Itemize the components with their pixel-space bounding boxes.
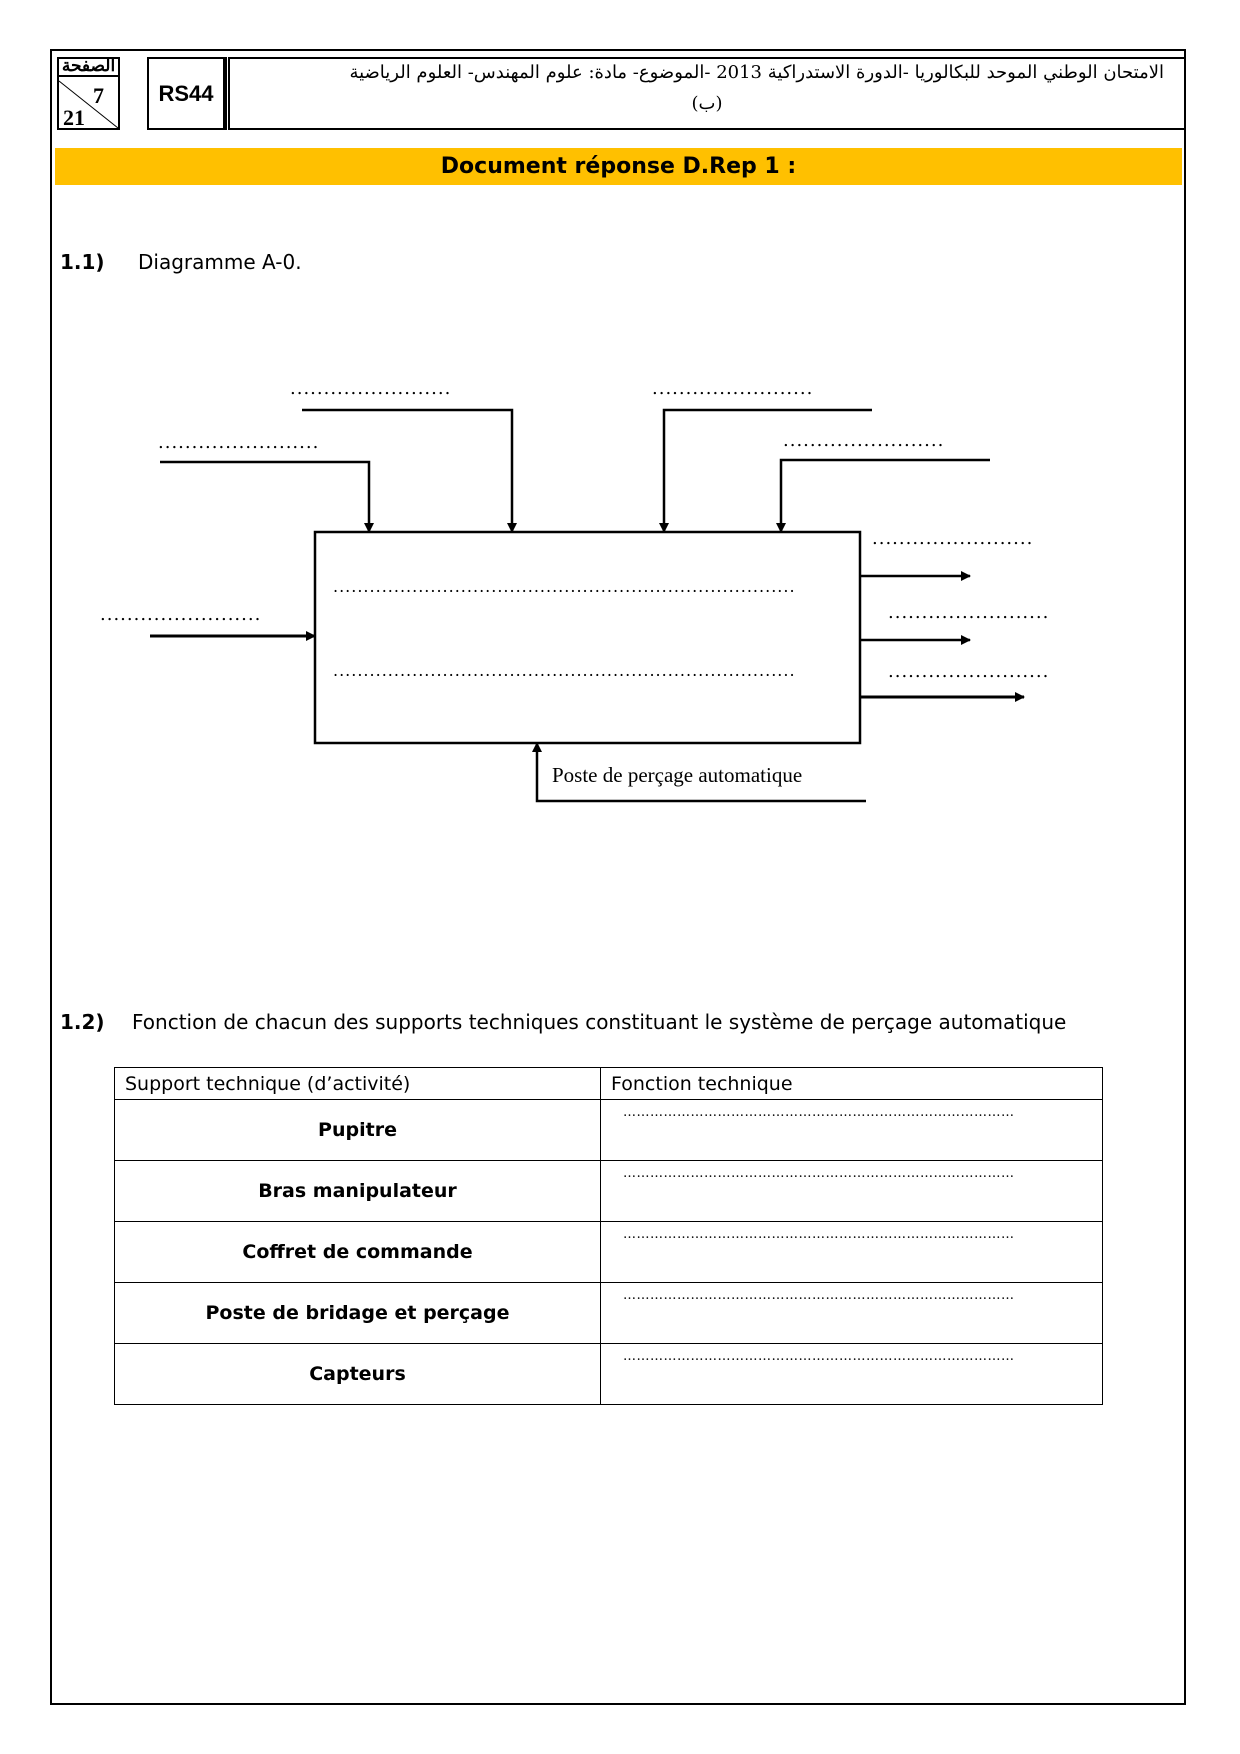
header-support: Support technique (d’activité)	[114, 1067, 601, 1100]
page-total: 21	[63, 105, 85, 130]
activity-box	[313, 530, 862, 745]
exam-code: RS44	[158, 81, 214, 106]
header-function: Fonction technique	[600, 1067, 1103, 1100]
code-box: RS44	[147, 57, 227, 130]
control-arrow-4	[776, 458, 990, 533]
question-1-1-number: 1.1)	[60, 250, 105, 274]
page-frame	[50, 49, 1186, 1705]
table-row: Coffret de commande ………………………………………………………	[114, 1221, 1103, 1283]
control-arrow-2	[302, 408, 517, 533]
mechanism-label: Poste de perçage automatique	[552, 763, 803, 787]
mechanism-arrow	[532, 742, 866, 803]
control-1-placeholder: ........................	[158, 432, 320, 453]
output-3-placeholder: ........................	[888, 661, 1050, 682]
function-answer: ……………………………………………………………………………	[623, 1288, 1015, 1303]
activity-line-2: ........................................…	[333, 661, 796, 680]
function-table: Support technique (d’activité) Fonction …	[114, 1067, 1103, 1405]
support-cell: Bras manipulateur	[114, 1160, 601, 1222]
a0-diagram	[150, 408, 1025, 803]
control-2-placeholder: ........................	[290, 378, 452, 399]
control-arrow-1	[160, 460, 374, 533]
support-cell: Capteurs	[114, 1343, 601, 1405]
table-row: Pupitre ……………………………………………………………………………	[114, 1099, 1103, 1161]
function-answer: ……………………………………………………………………………	[623, 1349, 1015, 1364]
function-answer: ……………………………………………………………………………	[623, 1166, 1015, 1181]
control-arrow-3	[659, 408, 872, 533]
control-3-placeholder: ........................	[652, 378, 814, 399]
function-cell[interactable]: ……………………………………………………………………………	[600, 1343, 1103, 1405]
page-number-divider	[59, 75, 118, 128]
support-cell: Pupitre	[114, 1099, 601, 1161]
output-2-placeholder: ........................	[888, 602, 1050, 623]
answer-document-banner: Document réponse D.Rep 1 :	[55, 148, 1182, 185]
table-header-row: Support technique (d’activité) Fonction …	[114, 1067, 1103, 1100]
question-1-2-number: 1.2)	[60, 1010, 105, 1034]
exam-title-line1: الامتحان الوطني الموحد للبكالوريا -الدور…	[349, 62, 1164, 83]
function-cell[interactable]: ……………………………………………………………………………	[600, 1282, 1103, 1344]
page-label: الصفحة	[61, 56, 116, 76]
output-1-placeholder: ........................	[872, 528, 1034, 549]
function-cell[interactable]: ……………………………………………………………………………	[600, 1221, 1103, 1283]
function-cell[interactable]: ……………………………………………………………………………	[600, 1160, 1103, 1222]
activity-line-1: ........................................…	[333, 577, 796, 596]
table-row: Poste de bridage et perçage …………………………………	[114, 1282, 1103, 1344]
page-number-box: الصفحة 7 21	[57, 56, 120, 130]
question-1-1-text: Diagramme A-0.	[138, 250, 302, 274]
support-cell: Coffret de commande	[114, 1221, 601, 1283]
exam-title-line2: (ب)	[691, 93, 723, 114]
support-cell: Poste de bridage et perçage	[114, 1282, 601, 1344]
function-cell[interactable]: ……………………………………………………………………………	[600, 1099, 1103, 1161]
page-current: 7	[93, 83, 104, 108]
input-placeholder: ........................	[100, 604, 262, 625]
function-answer: ……………………………………………………………………………	[623, 1227, 1015, 1242]
control-4-placeholder: ........................	[783, 430, 945, 451]
exam-title-box: الامتحان الوطني الموحد للبكالوريا -الدور…	[228, 57, 1186, 130]
table-row: Capteurs ……………………………………………………………………………	[114, 1343, 1103, 1405]
table-row: Bras manipulateur ……………………………………………………………	[114, 1160, 1103, 1222]
function-answer: ……………………………………………………………………………	[623, 1105, 1015, 1120]
question-1-2-text: Fonction de chacun des supports techniqu…	[132, 1010, 1067, 1034]
